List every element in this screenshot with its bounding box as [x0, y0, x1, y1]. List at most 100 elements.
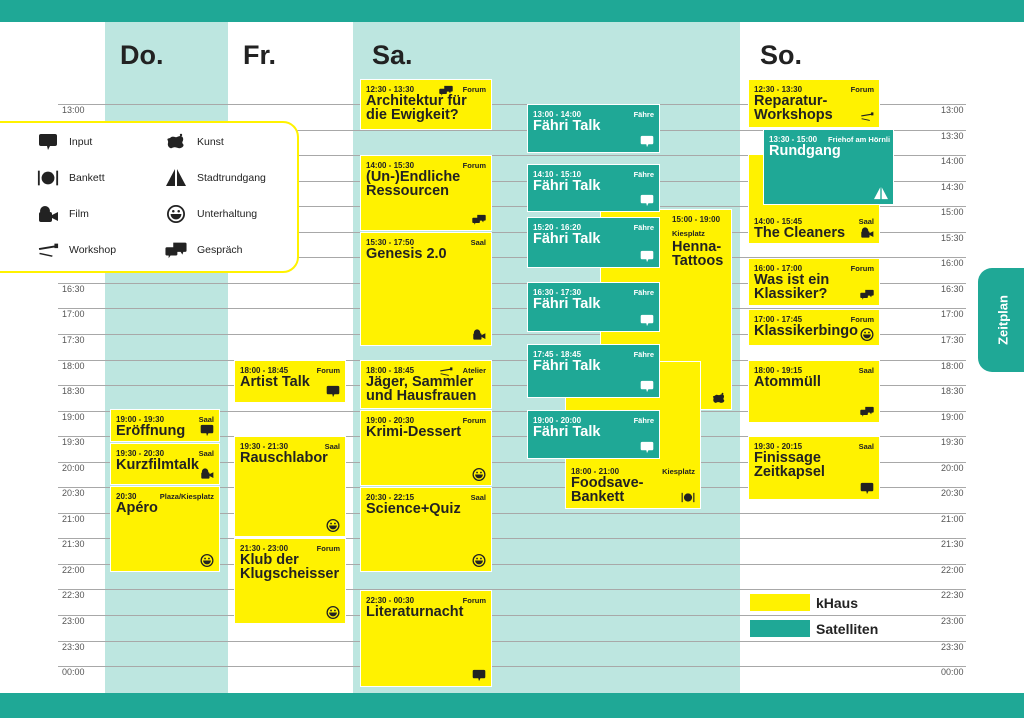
satelliten-label: Satelliten	[816, 620, 879, 637]
legend-item-workshop: Workshop	[37, 241, 116, 259]
event-time: 20:30 - 22:15	[366, 493, 415, 502]
grid-line	[58, 461, 966, 463]
event-time: 22:30 - 00:30	[366, 596, 415, 605]
event-title: Rauschlabor	[240, 450, 328, 466]
grid-line	[58, 640, 966, 642]
event-title: Fähri Talk	[533, 118, 601, 134]
time-label-left: 17:00	[62, 309, 85, 320]
gespraech-icon	[472, 213, 486, 226]
unterhaltung-icon	[326, 519, 340, 532]
time-label-left: 22:00	[62, 564, 85, 575]
event-time: 19:30 - 20:30	[116, 449, 165, 458]
event-time: 14:10 - 15:10	[533, 170, 582, 179]
legend-label: Workshop	[69, 244, 117, 256]
event-time: 19:30 - 21:30	[240, 442, 289, 451]
grid-line	[58, 257, 966, 259]
time-label-left: 18:30	[62, 386, 85, 397]
event-place: Fähre	[633, 170, 654, 179]
grid-line	[58, 104, 966, 105]
grid-line	[58, 589, 966, 591]
event-time: 20:30	[116, 492, 137, 501]
unterhaltung-icon	[472, 554, 486, 567]
event-title: Fähri Talk	[533, 178, 601, 194]
time-label-right: 17:30	[941, 334, 964, 345]
bottom-bar	[0, 693, 1024, 718]
film-icon	[860, 226, 874, 239]
event-time: 13:30 - 15:00	[769, 135, 818, 144]
event-title: Foodsave-Bankett	[571, 475, 644, 505]
legend-label: Input	[69, 136, 93, 148]
gespraech-icon	[860, 405, 874, 418]
gespraech-icon	[165, 241, 187, 259]
event-title: (Un-)Endliche Ressourcen	[366, 169, 461, 199]
event-time: 18:00 - 19:15	[754, 366, 803, 375]
khaus-swatch	[750, 594, 810, 611]
event-place: Plaza/Kiesplatz	[159, 492, 214, 501]
input-icon	[640, 194, 654, 207]
input-icon	[326, 385, 340, 398]
day-header-fr: Fr.	[243, 40, 277, 70]
event-time: 15:20 - 16:20	[533, 223, 582, 232]
time-label-right: 18:30	[941, 386, 964, 397]
time-label-left: 13:00	[62, 105, 85, 115]
zeitplan-tab[interactable]: Zeitplan	[978, 268, 1024, 372]
event-title: Literaturnacht	[366, 604, 464, 620]
unterhaltung-icon	[326, 606, 340, 619]
event-time: 19:00 - 20:00	[533, 416, 582, 425]
event-title: Fähri Talk	[533, 358, 601, 374]
time-label-right: 23:00	[941, 616, 964, 626]
legend-item-gespraech: Gespräch	[165, 241, 243, 259]
grid-line	[58, 538, 966, 540]
input-icon	[640, 135, 654, 148]
event-place: Kiesplatz	[662, 467, 695, 476]
event-place: Forum	[316, 544, 340, 553]
grid-line	[58, 180, 966, 182]
event-title: Architektur für die Ewigkeit?	[366, 93, 467, 123]
legend-label: Film	[69, 208, 89, 220]
legend-item-bankett: Bankett	[37, 169, 105, 187]
legend-item-film: Film	[37, 205, 89, 223]
time-label-right: 17:00	[941, 309, 964, 320]
event-place: Atelier	[462, 366, 486, 375]
event-place: Forum	[850, 264, 874, 273]
event-place: Forum	[462, 416, 486, 425]
film-icon	[472, 328, 486, 341]
day-header-do: Do.	[120, 40, 164, 70]
grid-line	[58, 333, 966, 335]
time-label-right: 21:00	[941, 513, 964, 524]
event-place: Kiesplatz	[672, 229, 705, 238]
time-label-right: 19:30	[941, 437, 964, 448]
event-time: 18:00 - 18:45	[366, 366, 415, 375]
input-icon	[640, 441, 654, 454]
workshop-icon	[439, 365, 453, 378]
gespraech-icon	[439, 84, 453, 97]
time-label-left: 16:30	[62, 283, 85, 294]
time-label-left: 21:00	[62, 513, 85, 524]
